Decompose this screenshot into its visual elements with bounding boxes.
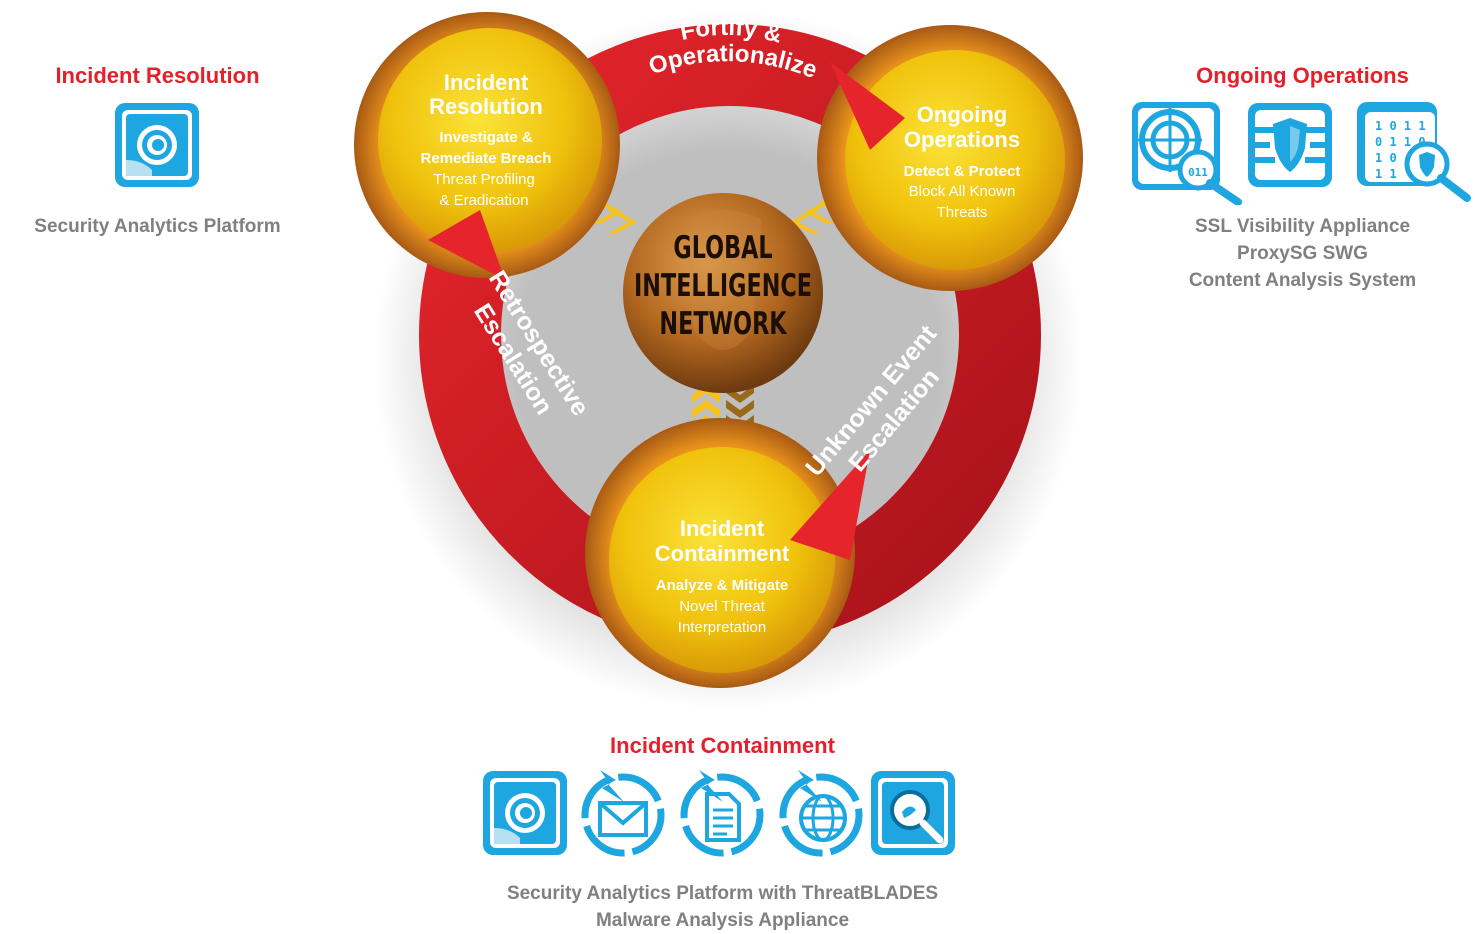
arc-arrowhead-top bbox=[830, 62, 905, 150]
arc-arrowhead-left bbox=[428, 210, 505, 280]
product-label: Security Analytics Platform bbox=[34, 216, 281, 237]
ssl-visibility-icon: 011 bbox=[1132, 102, 1242, 205]
operations-detail-2: Threats bbox=[937, 204, 988, 221]
left-panel-heading: Incident Resolution bbox=[55, 63, 260, 88]
arc-arrowhead-right bbox=[790, 450, 870, 560]
node-incident-containment bbox=[585, 418, 855, 688]
product-label: SSL Visibility Appliance bbox=[1194, 216, 1411, 237]
operations-action-1: Detect & Protect bbox=[904, 163, 1021, 180]
right-panel-heading: Ongoing Operations bbox=[1196, 63, 1409, 88]
product-label: Malware Analysis Appliance bbox=[595, 910, 850, 931]
resolution-action-2: Remediate Breach bbox=[421, 150, 552, 167]
resolution-title-2: Resolution bbox=[429, 94, 543, 119]
resolution-action-1: Investigate & bbox=[439, 129, 533, 146]
product-label: Security Analytics Platform with ThreatB… bbox=[506, 883, 939, 904]
center-label: GLOBAL INTELLIGENCE NETWORK bbox=[634, 230, 812, 342]
binary-line-3: 1 0 bbox=[1375, 151, 1397, 165]
node-incident-resolution bbox=[354, 12, 620, 278]
containment-detail-1: Novel Threat bbox=[679, 598, 765, 615]
web-threatblade-icon bbox=[779, 770, 863, 857]
binary-line-1: 1 0 1 1 bbox=[1375, 119, 1426, 133]
file-threatblade-icon bbox=[680, 770, 764, 857]
security-analytics-icon bbox=[483, 771, 567, 855]
content-analysis-icon: 1 0 1 1 0 1 1 0 1 0 1 1 bbox=[1357, 102, 1471, 202]
operations-title-2: Operations bbox=[904, 127, 1020, 152]
operations-detail-1: Block All Known bbox=[909, 183, 1016, 200]
containment-action-1: Analyze & Mitigate bbox=[656, 577, 789, 594]
proxysg-shield-icon bbox=[1248, 103, 1332, 187]
binary-line-4: 1 1 bbox=[1375, 167, 1397, 181]
containment-title-2: Containment bbox=[655, 541, 790, 566]
binary-line-2: 0 1 1 0 bbox=[1375, 135, 1426, 149]
email-threatblade-icon bbox=[581, 770, 665, 857]
product-label: ProxySG SWG bbox=[1237, 243, 1368, 264]
operations-title-1: Ongoing bbox=[917, 102, 1007, 127]
containment-detail-2: Interpretation bbox=[678, 619, 766, 636]
right-panel-products: SSL Visibility Appliance ProxySG SWG Con… bbox=[1130, 213, 1475, 294]
node-ongoing-operations bbox=[817, 25, 1083, 291]
security-analytics-icon bbox=[115, 103, 199, 187]
bottom-panel-products: Security Analytics Platform with ThreatB… bbox=[420, 880, 1025, 934]
product-label: Content Analysis System bbox=[1188, 270, 1417, 291]
svg-text:GLOBAL: GLOBAL bbox=[673, 230, 772, 266]
containment-title-1: Incident bbox=[680, 516, 765, 541]
left-panel-products: Security Analytics Platform bbox=[0, 213, 315, 240]
svg-text:NETWORK: NETWORK bbox=[659, 306, 787, 342]
malware-analysis-icon bbox=[871, 771, 955, 855]
global-intelligence-orb bbox=[623, 193, 823, 393]
svg-text:011: 011 bbox=[1188, 166, 1208, 179]
svg-text:INTELLIGENCE: INTELLIGENCE bbox=[634, 268, 812, 304]
bottom-panel-heading: Incident Containment bbox=[610, 733, 835, 758]
resolution-detail-1: Threat Profiling bbox=[433, 171, 535, 188]
resolution-title-1: Incident bbox=[444, 70, 529, 95]
resolution-detail-2: & Eradication bbox=[439, 192, 528, 209]
